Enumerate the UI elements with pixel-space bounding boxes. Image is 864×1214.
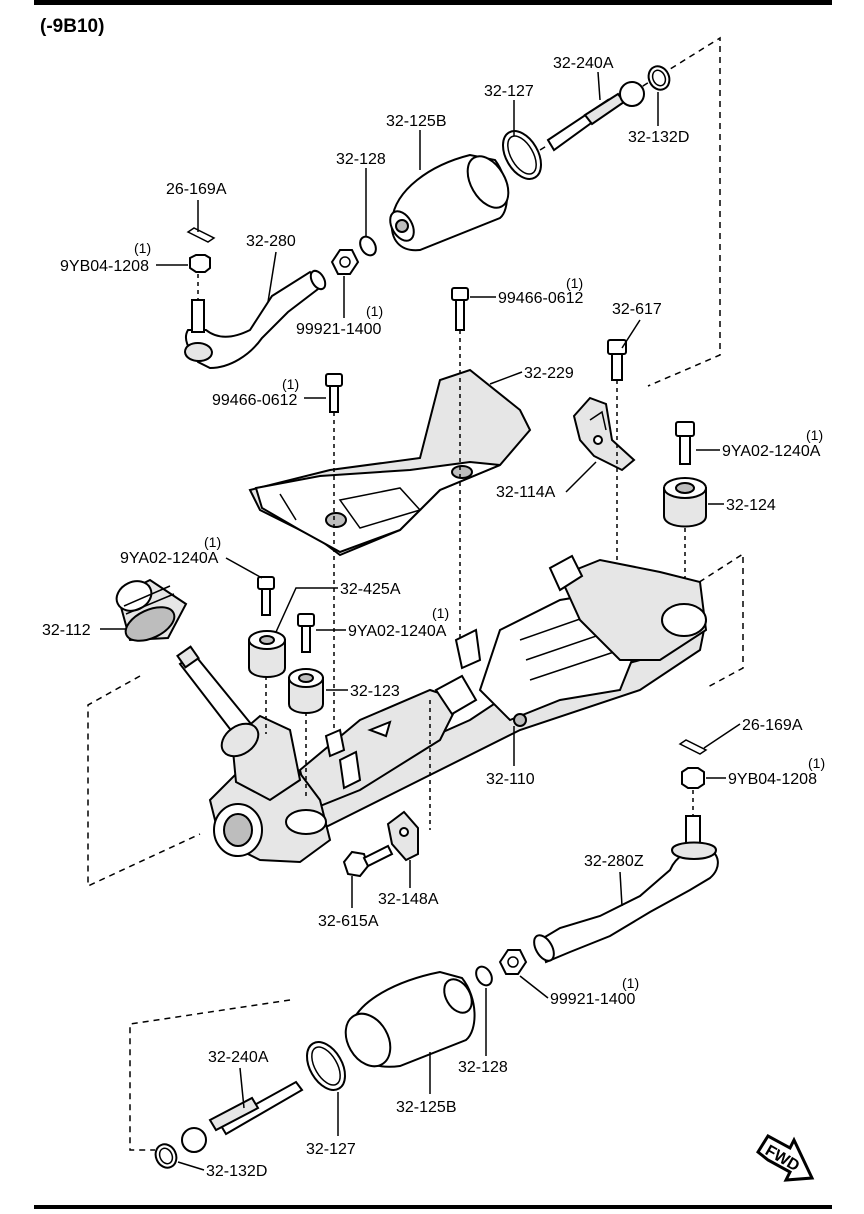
- qty-bolt-mid: (1): [432, 605, 449, 621]
- label-32-128-bottom: 32-128: [458, 1059, 508, 1076]
- fwd-arrow-icon: FWD: [756, 1134, 815, 1182]
- label-32-127-top: 32-127: [484, 83, 534, 100]
- bracket-32-148a: [386, 810, 419, 862]
- castle-nut-9yb04-1208-top: [189, 254, 211, 273]
- leader-32-132d-bottom: [177, 1161, 205, 1171]
- label-26-169a-top: 26-169A: [166, 181, 227, 198]
- cotter-pin-26-169a-top: [186, 200, 216, 243]
- qty-bolt-right: (1): [806, 427, 823, 443]
- steering-gear-assembly-32-110: [208, 554, 708, 864]
- bolt-32-617: [607, 339, 627, 381]
- boot-32-125b-top: [389, 153, 510, 252]
- label-9yb04-1208-top: 9YB04-1208: [60, 258, 149, 275]
- boot-32-125b-bottom: [344, 970, 476, 1068]
- bolt-32-615a: [342, 844, 394, 878]
- tie-rod-32-240a-top: [546, 81, 645, 152]
- label-32-128-top: 32-128: [336, 151, 386, 168]
- label-99466-0612-a: 99466-0612: [498, 290, 584, 307]
- bracket-32-114a: [572, 396, 636, 472]
- label-32-615a: 32-615A: [318, 913, 379, 930]
- label-99921-1400-bottom: 99921-1400: [550, 991, 636, 1008]
- leader-32-229: [489, 371, 523, 385]
- label-32-124: 32-124: [726, 497, 776, 514]
- leader-32-240a-top: [597, 71, 601, 101]
- nut-99921-1400-top: [330, 249, 360, 275]
- label-32-110: 32-110: [486, 771, 535, 788]
- label-32-229: 32-229: [524, 365, 574, 382]
- qty-bolt-a: (1): [566, 275, 583, 291]
- label-32-123: 32-123: [350, 683, 400, 700]
- leader-32-617: [621, 319, 641, 349]
- label-32-240a-top: 32-240A: [553, 55, 614, 72]
- tie-rod-end-32-280z: [533, 815, 719, 964]
- top-border: [34, 0, 832, 5]
- cotter-pin-26-169a-bottom: [678, 739, 708, 755]
- diagram-title: (-9B10): [40, 16, 104, 37]
- leader-32-280z: [619, 871, 623, 907]
- leader-32-425a: [275, 587, 338, 633]
- bolt-9ya02-1240a-right: [675, 421, 695, 465]
- label-9ya02-1240a-right: 9YA02-1240A: [722, 443, 821, 460]
- label-32-280z: 32-280Z: [584, 853, 644, 870]
- label-32-132d-bottom: 32-132D: [206, 1163, 267, 1180]
- label-32-114a: 32-114A: [496, 484, 556, 501]
- bolt-9ya02-1240a-left: [257, 576, 275, 616]
- qty-castle-nut-bottom: (1): [808, 755, 825, 771]
- nut-99921-1400-bottom: [498, 949, 528, 975]
- label-99466-0612-b: 99466-0612: [212, 392, 298, 409]
- leader-99921-1400-bottom: [519, 975, 549, 999]
- bushing-32-124: [663, 477, 707, 528]
- leader-9ya02-1240a-left: [225, 557, 263, 579]
- heat-shield-32-229: [248, 368, 532, 557]
- label-32-125b-bottom: 32-125B: [396, 1099, 457, 1116]
- pinion-seal-32-112: [115, 578, 188, 642]
- leader-32-114a: [565, 461, 597, 493]
- label-9ya02-1240a-left: 9YA02-1240A: [120, 550, 219, 567]
- label-9yb04-1208-bottom: 9YB04-1208: [728, 771, 817, 788]
- assembly-boundary-bottom: [129, 999, 291, 1151]
- label-26-169a-bottom: 26-169A: [742, 717, 803, 734]
- label-32-240a-bottom: 32-240A: [208, 1049, 269, 1066]
- label-32-112: 32-112: [42, 622, 91, 639]
- label-32-125b-top: 32-125B: [386, 113, 447, 130]
- tie-rod-end-32-280: [183, 269, 327, 370]
- qty-nut-top: (1): [366, 303, 383, 319]
- tie-rod-32-240a-bottom: [181, 1080, 304, 1153]
- bottom-border: [34, 1205, 832, 1209]
- clamp-32-127-top: [502, 130, 542, 180]
- qty-bolt-b: (1): [282, 376, 299, 392]
- label-32-280: 32-280: [246, 233, 296, 250]
- qty-bolt-left: (1): [204, 534, 221, 550]
- bolt-99466-0612-b: [325, 373, 343, 413]
- bolt-99466-0612-a: [451, 287, 469, 331]
- label-32-127-bottom: 32-127: [306, 1141, 356, 1158]
- clamp-32-128-top: [359, 235, 377, 257]
- label-32-425a: 32-425A: [340, 581, 401, 598]
- label-9ya02-1240a-mid: 9YA02-1240A: [348, 623, 447, 640]
- leader-32-240a-bottom: [239, 1067, 245, 1109]
- label-99921-1400-top: 99921-1400: [296, 321, 382, 338]
- clamp-32-127-bottom: [306, 1041, 346, 1091]
- qty-nut-bottom: (1): [622, 975, 639, 991]
- qty-castle-nut-top: (1): [134, 240, 151, 256]
- label-32-148a: 32-148A: [378, 891, 439, 908]
- castle-nut-9yb04-1208-bottom: [681, 767, 705, 789]
- clamp-32-128-bottom: [475, 965, 493, 987]
- leader-32-280: [267, 251, 277, 303]
- bolt-9ya02-1240a-mid: [297, 613, 315, 653]
- label-32-132d-top: 32-132D: [628, 129, 689, 146]
- assembly-boundary-left: [87, 675, 201, 888]
- label-32-617: 32-617: [612, 301, 662, 318]
- ring-32-132d-top: [647, 65, 671, 91]
- leader-26-169a-bottom: [703, 723, 741, 749]
- pinion-shaft: [176, 645, 260, 758]
- ring-32-132d-bottom: [154, 1143, 178, 1169]
- bushing-32-425a: [248, 630, 286, 678]
- bushing-32-123: [288, 668, 324, 714]
